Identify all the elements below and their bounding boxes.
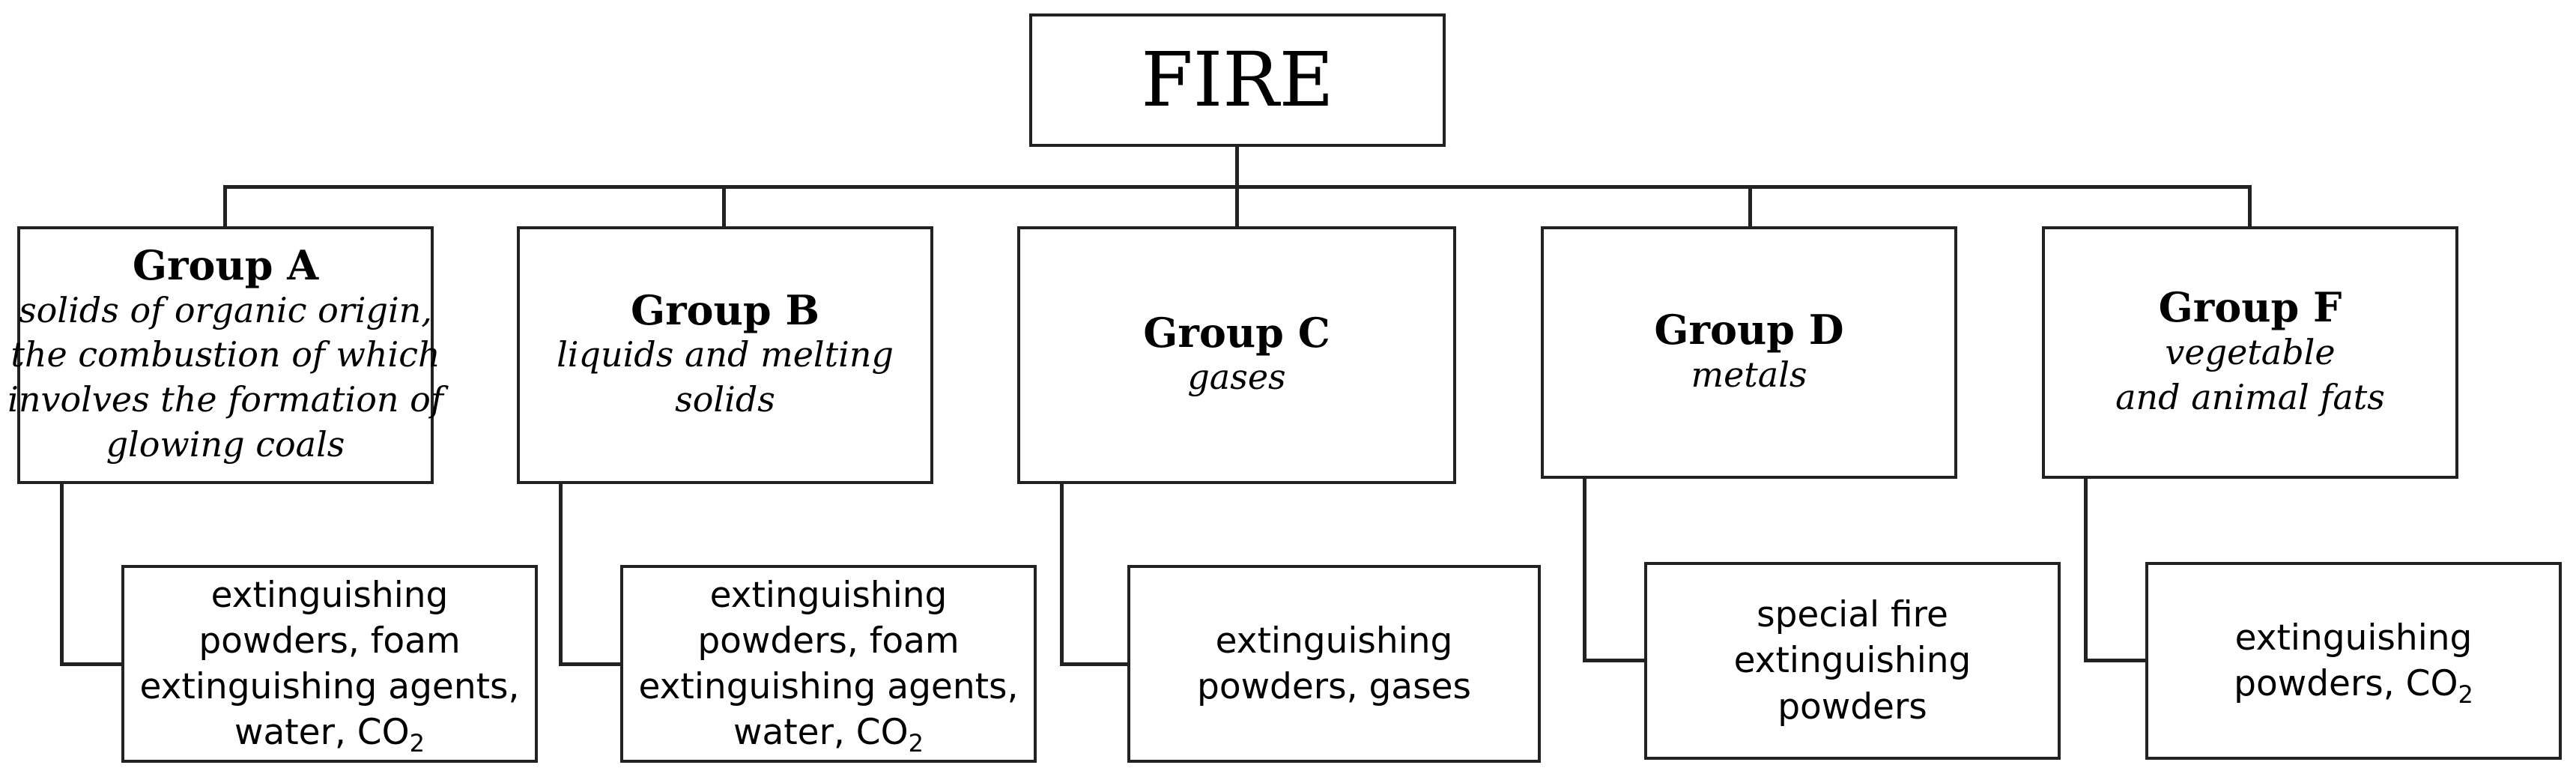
group-c-means-box: extinguishing powders, gases [1127, 565, 1541, 763]
group-c-box: Group C gases [1017, 226, 1456, 484]
group-f-means-box: extinguishing powders, CO2 [2145, 562, 2562, 760]
fire-root-box: FIRE [1029, 13, 1446, 147]
elbow-d-horizontal [1583, 659, 1646, 662]
group-c-title: Group C [1143, 308, 1330, 357]
group-d-means-box: special fire extinguishing powders [1644, 562, 2061, 760]
group-f-description: vegetable and animal fats [2115, 331, 2385, 417]
connector-group-d [1748, 185, 1752, 228]
group-f-means: extinguishing powders, CO2 [2234, 617, 2473, 709]
root-connector [1235, 147, 1239, 187]
group-b-description: liquids and melting solids [557, 334, 894, 420]
group-b-title: Group B [630, 285, 820, 334]
elbow-d-vertical [1583, 479, 1586, 661]
group-a-description: solids of organic origin, the combustion… [7, 289, 443, 465]
connector-group-a [223, 185, 227, 228]
elbow-b-horizontal [559, 662, 622, 666]
group-b-box: Group B liquids and melting solids [517, 226, 933, 484]
group-a-means-box: extinguishing powders, foam extinguishin… [121, 565, 538, 763]
co2-subscript: 2 [908, 729, 924, 758]
fire-root-label: FIRE [1141, 36, 1334, 124]
group-a-box: Group A solids of organic origin, the co… [7, 226, 443, 484]
elbow-b-vertical [559, 484, 563, 665]
elbow-a-horizontal [60, 662, 123, 666]
group-d-means: special fire extinguishing powders [1733, 594, 1972, 728]
elbow-c-vertical [1060, 484, 1064, 665]
group-d-box: Group D metals [1541, 226, 1957, 479]
elbow-c-horizontal [1060, 662, 1129, 666]
group-c-means: extinguishing powders, gases [1197, 620, 1471, 707]
elbow-a-vertical [60, 484, 64, 665]
co2-subscript: 2 [2458, 680, 2473, 709]
elbow-f-vertical [2084, 479, 2088, 661]
group-b-means: extinguishing powders, foam extinguishin… [638, 574, 1019, 758]
group-f-box: Group F vegetable and animal fats [2042, 226, 2458, 479]
group-a-means: extinguishing powders, foam extinguishin… [139, 574, 520, 758]
group-d-title: Group D [1654, 306, 1844, 354]
group-a-title: Group A [132, 241, 319, 290]
group-b-means-box: extinguishing powders, foam extinguishin… [620, 565, 1037, 763]
group-d-description: metals [1691, 354, 1807, 395]
connector-group-c [1235, 185, 1239, 228]
group-c-description: gases [1187, 357, 1286, 398]
connector-group-f [2248, 185, 2252, 228]
elbow-f-horizontal [2084, 659, 2147, 662]
connector-group-b [722, 185, 726, 228]
co2-subscript: 2 [409, 729, 425, 758]
group-f-title: Group F [2158, 283, 2342, 332]
